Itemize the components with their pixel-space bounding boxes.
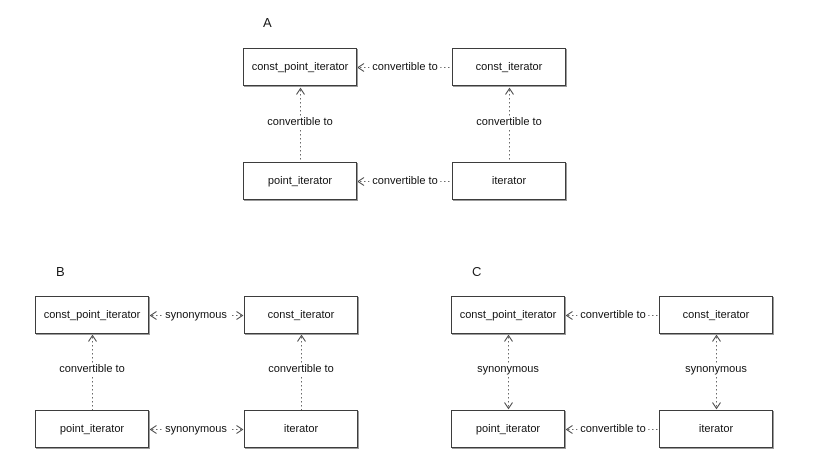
edge-label: convertible to <box>369 175 441 187</box>
node-const-point-iterator: const_point_iterator <box>243 48 357 86</box>
edge-label: convertible to <box>56 363 128 375</box>
node-const-iterator: const_iterator <box>659 296 773 334</box>
diagram-a-label: A <box>263 15 272 30</box>
edge-label: convertible to <box>369 61 441 73</box>
diagram-b-label: B <box>56 264 65 279</box>
node-const-iterator: const_iterator <box>244 296 358 334</box>
node-iterator: iterator <box>244 410 358 448</box>
edge-label: synonymous <box>474 363 542 375</box>
diagram-c-label: C <box>472 264 482 279</box>
node-iterator: iterator <box>659 410 773 448</box>
edge-label: convertible to <box>577 309 649 321</box>
edge-c-left-vertical <box>504 334 513 410</box>
node-const-point-iterator: const_point_iterator <box>35 296 149 334</box>
edge-label: synonymous <box>682 363 750 375</box>
node-point-iterator: point_iterator <box>451 410 565 448</box>
edge-label: convertible to <box>473 116 545 128</box>
node-iterator: iterator <box>452 162 566 200</box>
node-point-iterator: point_iterator <box>243 162 357 200</box>
edge-label: synonymous <box>162 309 230 321</box>
edge-label: convertible to <box>265 363 337 375</box>
node-const-point-iterator: const_point_iterator <box>451 296 565 334</box>
node-point-iterator: point_iterator <box>35 410 149 448</box>
edge-label: synonymous <box>162 423 230 435</box>
edge-label: convertible to <box>577 423 649 435</box>
edge-label: convertible to <box>264 116 336 128</box>
edge-c-right-vertical <box>712 334 721 410</box>
node-const-iterator: const_iterator <box>452 48 566 86</box>
